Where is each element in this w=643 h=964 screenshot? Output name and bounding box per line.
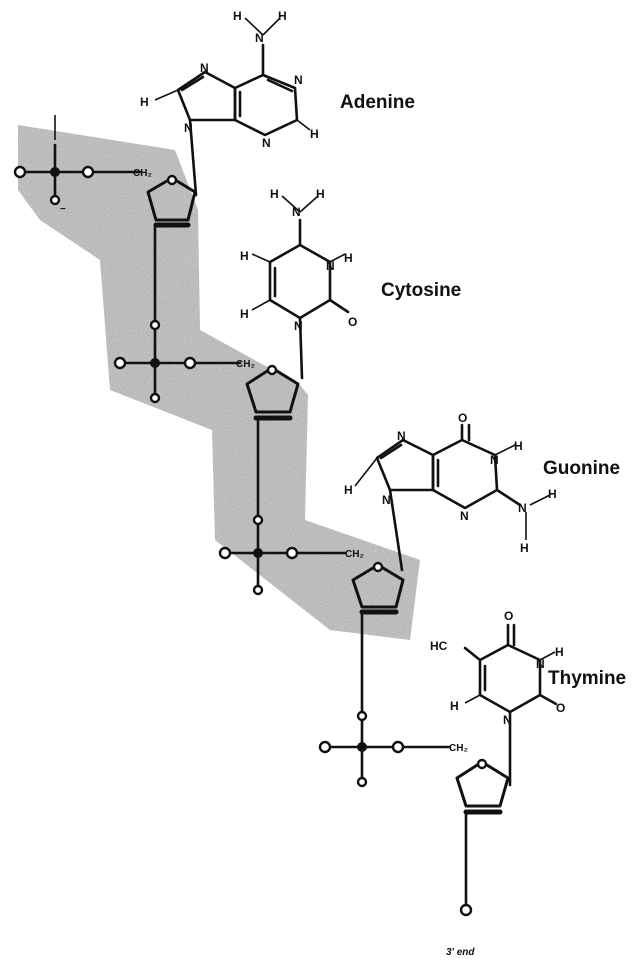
strand-3-prime-end: 3' end — [446, 947, 475, 958]
thymine-o2: O — [556, 701, 565, 715]
phosphate-1-charge: − — [60, 204, 66, 215]
cytosine-n1: N — [294, 319, 303, 333]
guanine-n3: N — [460, 509, 469, 523]
sugar-1-ch2: CH₂ — [133, 168, 152, 179]
sugar-2-ch2: CH₂ — [236, 359, 255, 370]
guanine-amine-n: N — [518, 501, 527, 515]
nucleotide-1-backbone: − CH₂ — [13, 115, 197, 322]
cytosine-n3: N — [326, 259, 335, 273]
backbone-shading — [18, 125, 420, 640]
adenine-n3: N — [262, 136, 271, 150]
thymine-n3: N — [536, 657, 545, 671]
cytosine-h5: H — [240, 249, 249, 263]
sugar-3-ch2: CH₂ — [345, 549, 364, 560]
thymine-h3: H — [555, 645, 564, 659]
adenine-h2c: H — [310, 127, 319, 141]
cytosine-amine-n: N — [292, 205, 301, 219]
adenine-n9: N — [184, 121, 193, 135]
thymine-label: Thymine — [548, 668, 626, 689]
guanine-n9: N — [382, 493, 391, 507]
cytosine-h2: H — [316, 187, 325, 201]
nucleotide-2-backbone: CH₂ — [113, 319, 300, 517]
adenine-n7: N — [200, 61, 209, 75]
adenine-h2: H — [278, 9, 287, 23]
guanine-o: O — [458, 411, 467, 425]
thymine-h6: H — [450, 699, 459, 713]
adenine-amine-n: N — [255, 31, 264, 45]
cytosine-h1: H — [270, 187, 279, 201]
guanine-n7: N — [397, 429, 406, 443]
nucleotide-4-backbone: CH₂ 3' end — [318, 710, 510, 958]
guanine-molecule: O N H N N H H N N H Guonine — [344, 411, 620, 572]
guanine-h2a: H — [548, 487, 557, 501]
guanine-h8: H — [344, 483, 353, 497]
nucleotide-3-backbone: CH₂ — [218, 514, 405, 714]
thymine-n1: N — [503, 713, 512, 727]
thymine-o4: O — [504, 609, 513, 623]
guanine-n1: N — [490, 453, 499, 467]
cytosine-h3: H — [344, 251, 353, 265]
guanine-h1: H — [514, 439, 523, 453]
cytosine-molecule: N H H N H O N H H Cytosine — [240, 187, 461, 380]
adenine-h1: H — [233, 9, 242, 23]
guanine-label: Guonine — [543, 458, 620, 479]
cytosine-o: O — [348, 315, 357, 329]
adenine-label: Adenine — [340, 92, 415, 113]
cytosine-h6: H — [240, 307, 249, 321]
sugar-4-ch2: CH₂ — [449, 743, 468, 754]
adenine-molecule: N H H N N N N H H Adenine — [140, 9, 415, 197]
cytosine-label: Cytosine — [381, 280, 461, 301]
thymine-methyl: HC — [430, 639, 448, 653]
guanine-h2b: H — [520, 541, 529, 555]
adenine-h8: H — [140, 95, 149, 109]
adenine-n1: N — [294, 73, 303, 87]
thymine-molecule: O N H O N HC H Thymine — [430, 609, 626, 787]
